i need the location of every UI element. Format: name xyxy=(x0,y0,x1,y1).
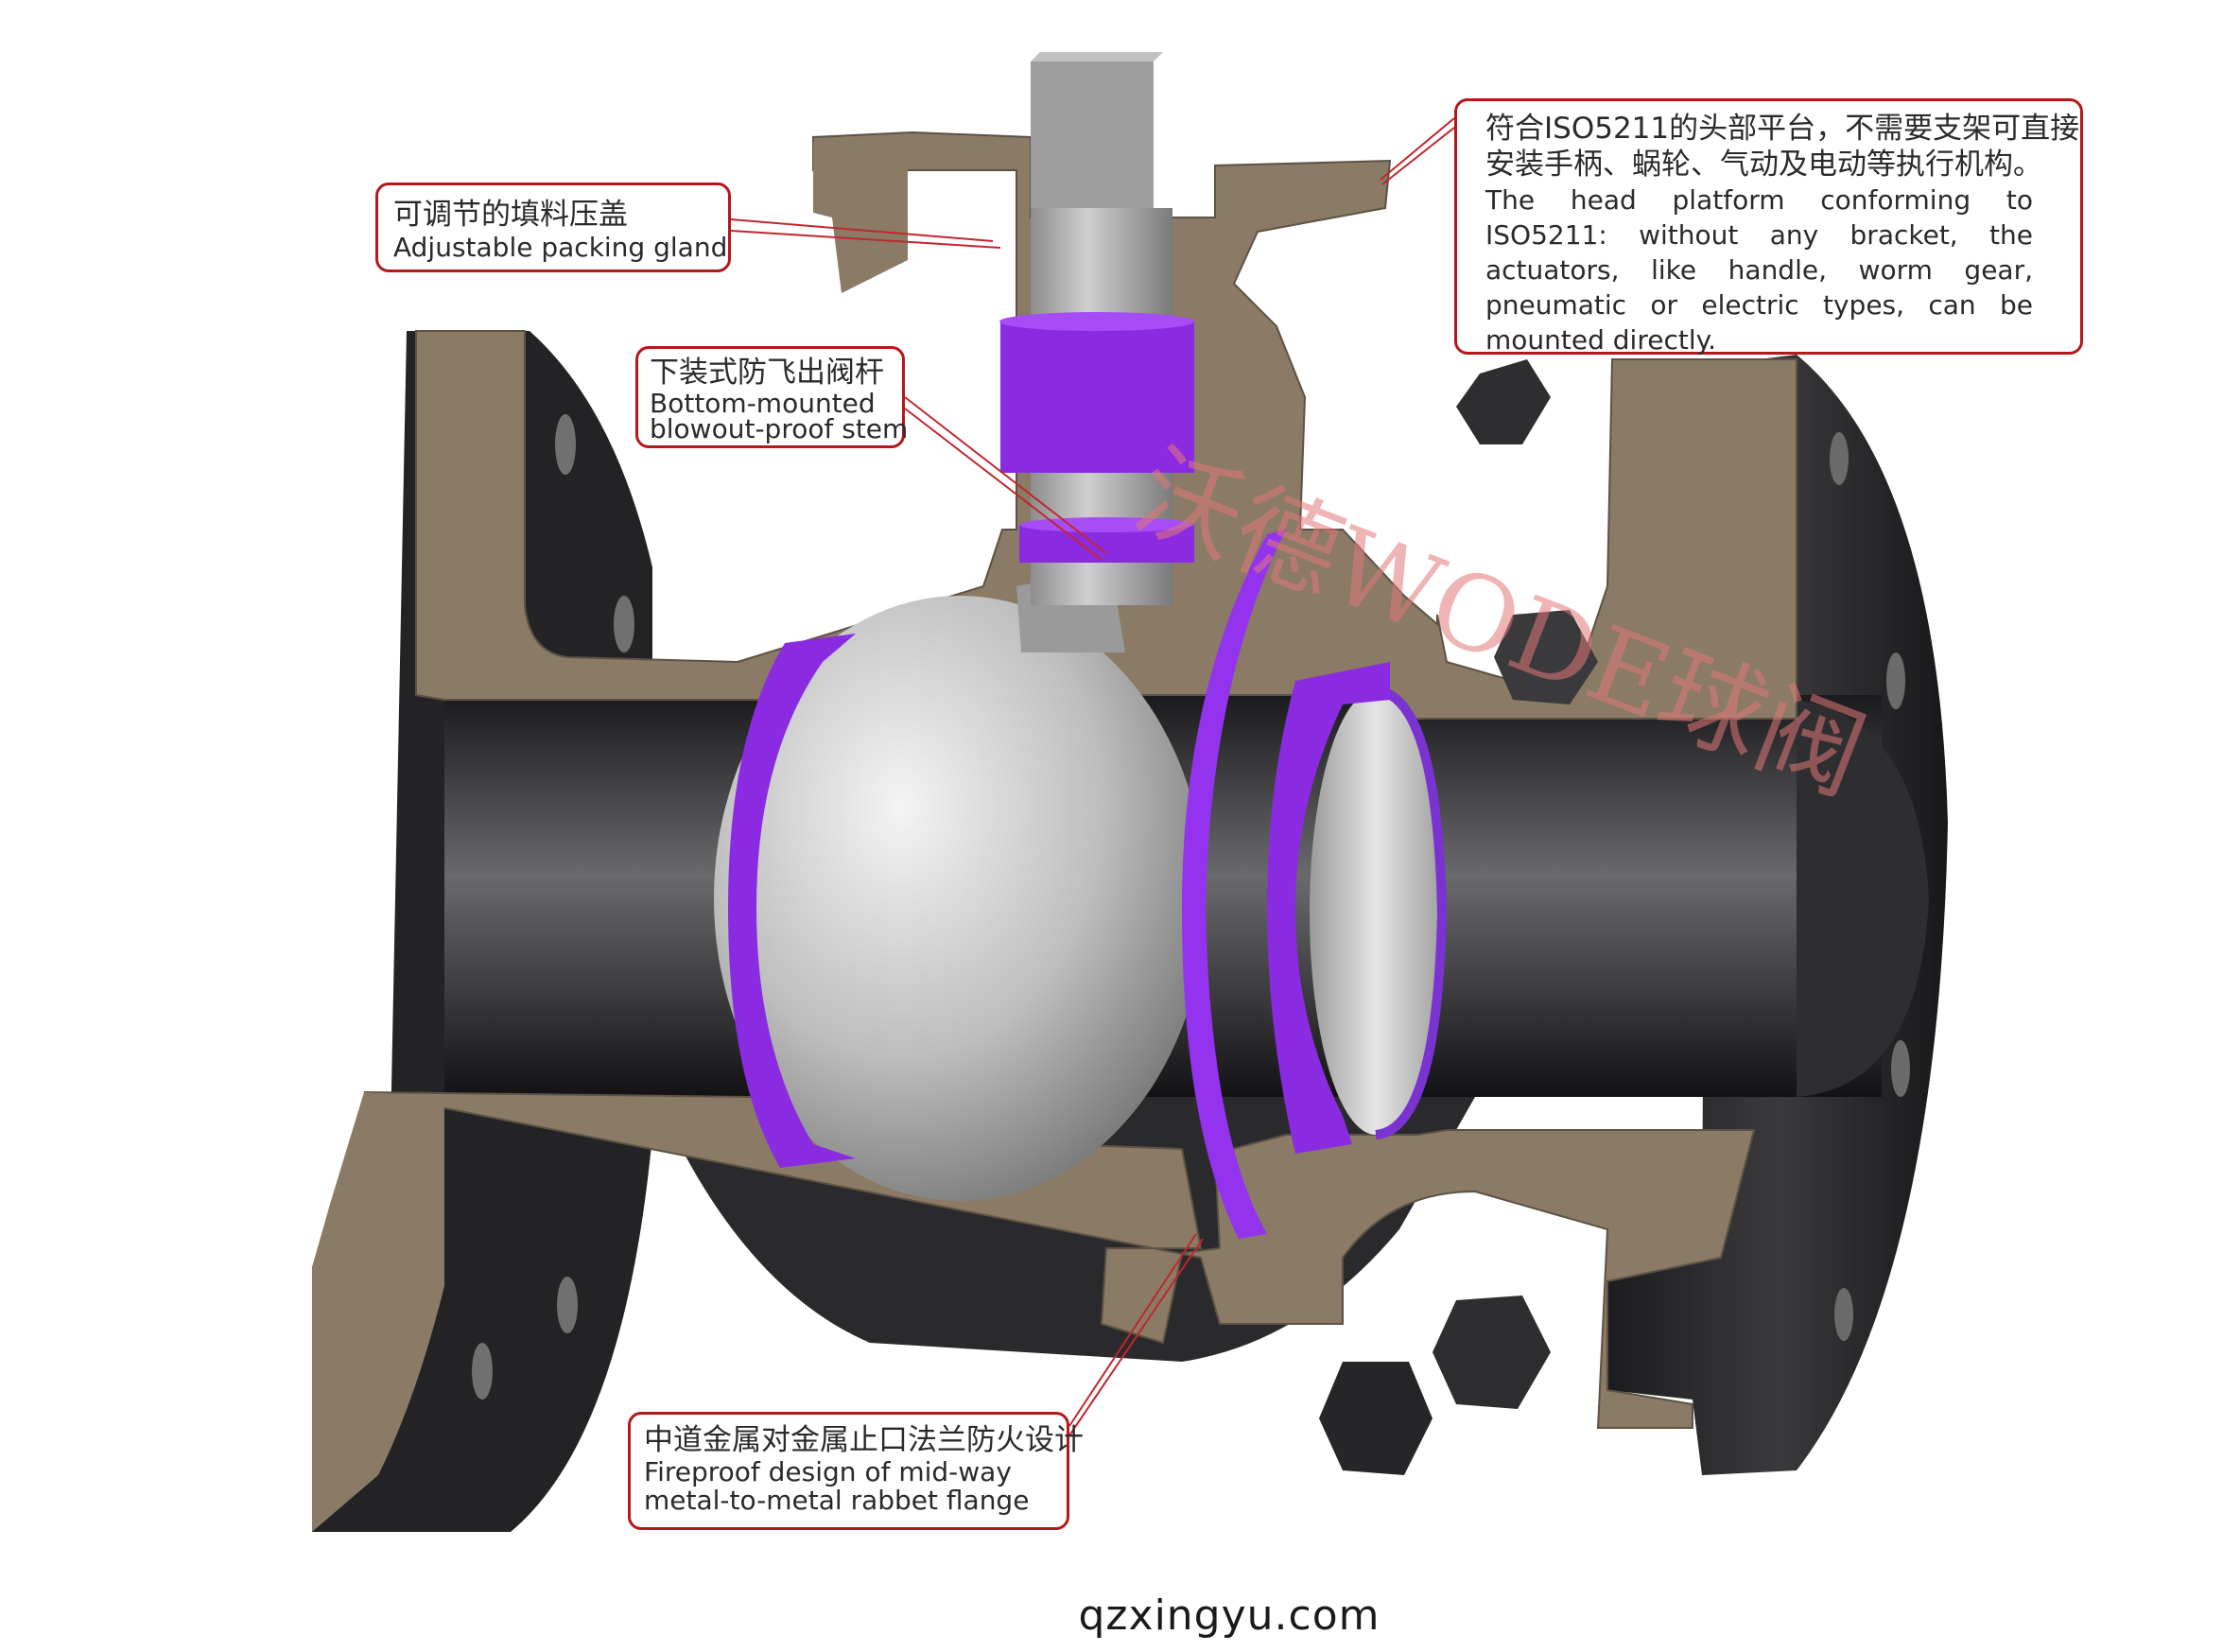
callout-head-platform: 符合ISO5211的头部平台，不需要支架可直接 安装手柄、蜗轮、气动及电动等执行… xyxy=(1454,98,2083,356)
fireproof-label-en-line1: Fireproof design of mid-way xyxy=(644,1456,1012,1487)
fireproof-label-en-line2: metal-to-metal rabbet flange xyxy=(644,1485,1030,1516)
callout-stem: 下装式防飞出阀杆 Bottom-mounted blowout-proof st… xyxy=(635,346,909,448)
stem-label-en-line1: Bottom-mounted xyxy=(650,388,876,419)
section-body-lower xyxy=(312,1091,1756,1532)
stem-label-zh: 下装式防飞出阀杆 xyxy=(650,356,884,390)
callout-fireproof: 中道金属对金属止口法兰防火设计 Fireproof design of mid-… xyxy=(628,1412,1084,1530)
valve-stem xyxy=(999,52,1194,605)
fireproof-label-zh: 中道金属对金属止口法兰防火设计 xyxy=(644,1423,1084,1457)
head-platform-label-zh-line1: 符合ISO5211的头部平台，不需要支架可直接 xyxy=(1485,112,2080,146)
valve-seats xyxy=(728,530,1390,1239)
leader-lines xyxy=(730,117,1455,1436)
body-bolts xyxy=(1319,359,1598,1475)
downstream-bore xyxy=(1310,686,1448,1139)
callout-packing-gland: 可调节的填料压盖 Adjustable packing gland xyxy=(375,183,731,272)
stem-label-en-line2: blowout-proof stem xyxy=(650,413,909,444)
footer-url: qzxingyu.com xyxy=(1078,1591,1380,1640)
head-platform-label-zh-line2: 安装手柄、蜗轮、气动及电动等执行机构。 xyxy=(1485,148,2042,182)
head-platform-label-en: The head platform conforming to ISO5211:… xyxy=(1485,184,2033,356)
packing-gland-label-en: Adjustable packing gland xyxy=(393,232,728,263)
packing-gland-label-zh: 可调节的填料压盖 xyxy=(393,198,628,232)
